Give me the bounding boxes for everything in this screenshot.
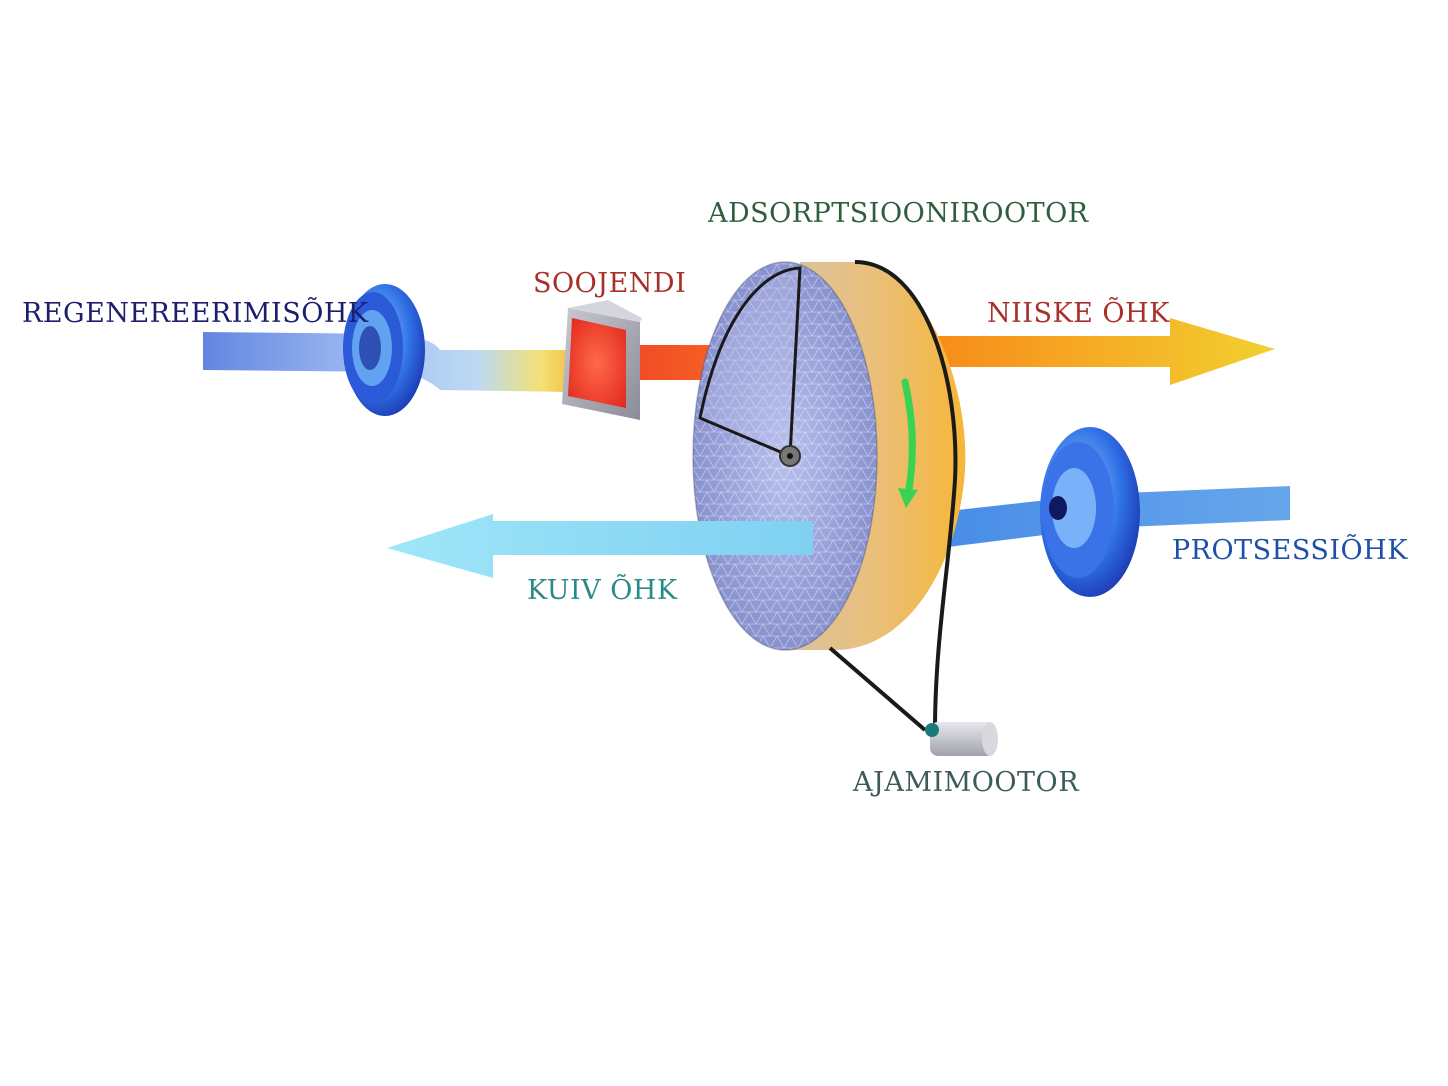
motor-icon	[925, 722, 998, 756]
heater-icon	[562, 300, 642, 420]
drive-belt	[854, 260, 958, 731]
drive-motor-label: AJAMIMOOTOR	[853, 767, 1080, 798]
fan-icon	[1040, 427, 1140, 597]
humid-air-arrow	[930, 318, 1275, 385]
heater-label: SOOJENDI	[533, 268, 687, 299]
humid-air-label: NIISKE ÕHK	[987, 298, 1170, 329]
rotor-icon	[692, 261, 878, 651]
process-air-label: PROTSESSIÕHK	[1172, 535, 1408, 566]
fan-icon	[343, 284, 425, 416]
dry-air-arrow	[387, 514, 813, 578]
drive-belt-lower	[828, 646, 927, 732]
rotor-label: ADSORPTSIOONIROOTOR	[708, 198, 1089, 229]
dry-air-label: KUIV ÕHK	[527, 575, 678, 606]
rotation-arrow-icon	[898, 378, 918, 508]
regeneration-air-label: REGENEREERIMISÕHK	[22, 298, 369, 329]
